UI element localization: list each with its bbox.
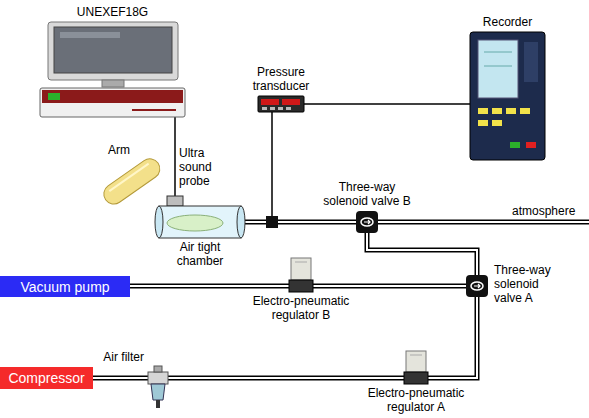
air-pipe: [367, 233, 477, 275]
node-label: Electro-pneumatic regulator B: [241, 294, 361, 322]
signal-wire: [174, 117, 176, 196]
atmosphere-pipe: [378, 220, 589, 225]
arm-icon: [100, 160, 162, 205]
node-label: Compressor: [8, 370, 84, 386]
air-pipe: [245, 220, 356, 225]
solenoid-valve-icon: [356, 211, 378, 233]
pipe-core: [245, 221, 356, 223]
air-filter-icon: [148, 360, 168, 408]
pressure-regulator: Electro-pneumatic regulator B: [289, 258, 313, 292]
compressor: Compressor: [0, 367, 93, 389]
arm: Arm: [100, 160, 162, 205]
vacuum-pump: Vacuum pump: [0, 276, 130, 297]
node-label: Three-way solenoid valve A: [494, 263, 556, 305]
node-label: Air filter: [84, 350, 144, 364]
pressure-transducer-icon: [258, 96, 304, 112]
solenoid-valve: Three-way solenoid valve A: [466, 275, 488, 297]
pipe-core: [367, 233, 477, 275]
air-pipe: [93, 376, 148, 381]
air-pipe: [428, 297, 477, 378]
pressure-regulator: Electro-pneumatic regulator A: [404, 351, 428, 384]
node-label: Ultra sound probe: [179, 146, 227, 188]
ultrasound-probe-icon: [167, 196, 183, 206]
solenoid-valve: Three-way solenoid valve B: [356, 211, 378, 233]
pipe-core: [93, 377, 148, 379]
ultrasound-monitor: UNEXEF18G: [40, 22, 185, 117]
node-label: Air tight chamber: [165, 240, 235, 268]
node-label: Recorder: [458, 15, 558, 29]
node-label: Electro-pneumatic regulator A: [356, 386, 476, 414]
air-tight-chamber-icon: [155, 206, 245, 238]
recorder-icon: [470, 32, 545, 160]
outlet-label: atmosphere: [512, 204, 575, 218]
air-filter: Air filter: [148, 360, 168, 408]
node-label: Three-way solenoid valve B: [319, 180, 415, 208]
node-label: UNEXEF18G: [40, 5, 185, 19]
pipe-fitting: [266, 216, 278, 228]
air-pipe: [313, 284, 466, 289]
ultrasound-monitor-icon: [40, 22, 185, 117]
pressure-regulator-icon: [404, 351, 428, 384]
air-pipe: [168, 376, 404, 381]
node-label: Pressure transducer: [236, 65, 326, 93]
pipe-core: [428, 297, 477, 378]
pipe-core: [313, 285, 466, 287]
recorder: Recorder: [470, 32, 545, 160]
pressure-transducer: Pressure transducer: [258, 96, 304, 112]
signal-wire: [245, 112, 272, 222]
pipe-core: [130, 285, 289, 287]
solenoid-valve-icon: [466, 275, 488, 297]
air-pipe: [130, 284, 289, 289]
pressure-regulator-icon: [289, 258, 313, 292]
node-label: Arm: [99, 143, 139, 157]
atmosphere-pipe-core: [378, 221, 589, 223]
air-tight-chamber: Air tight chamber: [155, 206, 245, 238]
ultrasound-probe: Ultra sound probe: [167, 196, 183, 206]
pipe-core: [168, 377, 404, 379]
signal-wire: [304, 103, 470, 105]
node-label: Vacuum pump: [20, 279, 109, 295]
